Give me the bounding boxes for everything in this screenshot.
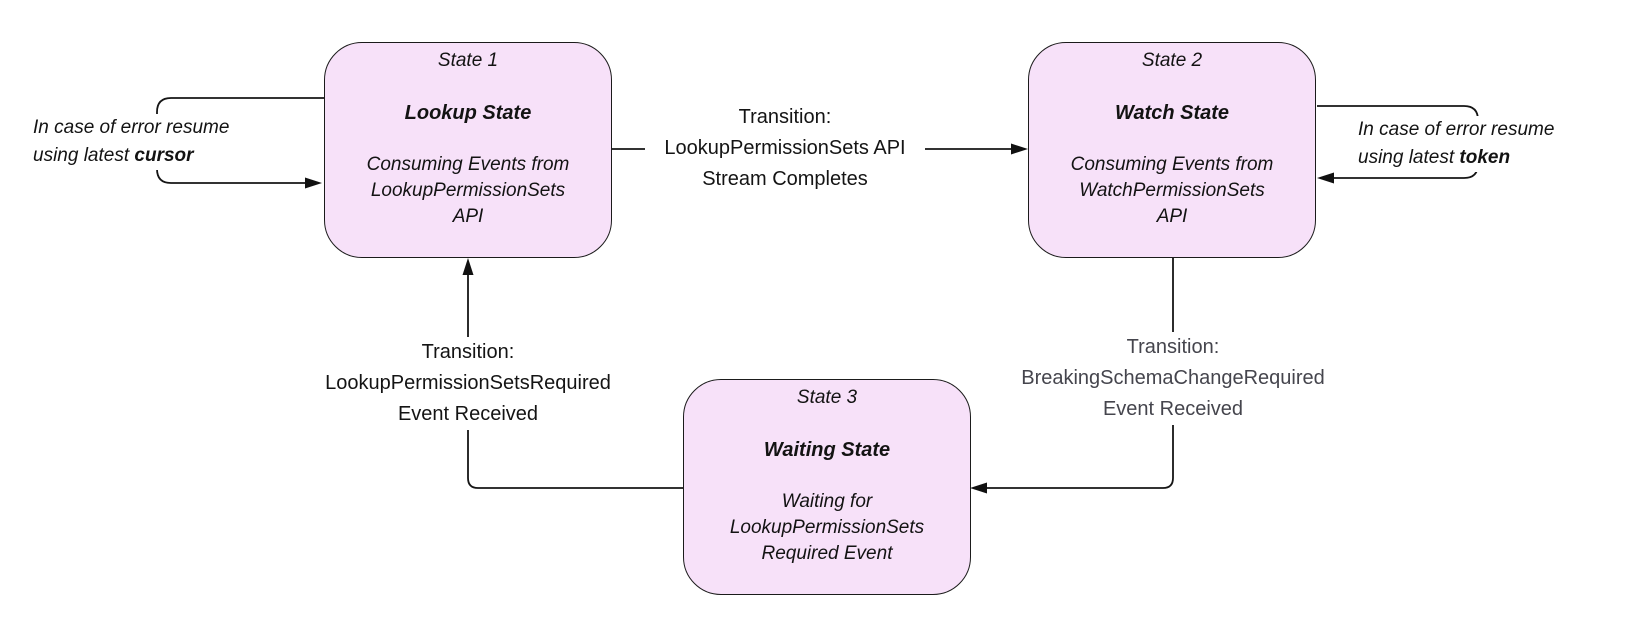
note-line: In case of error resume — [33, 114, 232, 142]
note-line: using latest cursor — [33, 142, 196, 170]
transition-label-lookup-required-received: Transition: LookupPermissionSetsRequired… — [303, 337, 633, 430]
state-3-desc-line: Waiting for — [781, 491, 873, 512]
note-line: using latest token — [1358, 144, 1513, 172]
state-3-name: Waiting State — [763, 439, 891, 461]
transition-label-line: Event Received — [1102, 398, 1244, 420]
state-2-title: State 2 — [1141, 50, 1203, 71]
transition-label-line: Transition: — [421, 341, 515, 363]
note-line: In case of error resume — [1358, 116, 1557, 144]
state-1-title: State 1 — [437, 50, 499, 71]
transition-label-line: LookupPermissionSetsRequired — [325, 372, 611, 394]
state-3-desc-line: Required Event — [761, 543, 893, 564]
state-3-title: State 3 — [796, 387, 858, 408]
note-text: using latest — [1358, 147, 1460, 168]
state-3-box: State 3 Waiting State Waiting for Lookup… — [683, 379, 971, 595]
state-2-desc-line: API — [1156, 206, 1188, 227]
transition-label-line: LookupPermissionSets API — [664, 137, 906, 159]
transition-label-line: Transition: — [1126, 336, 1220, 358]
arrow-state2-to-state3 — [970, 258, 1174, 494]
state-1-desc-line: Consuming Events from — [366, 154, 570, 175]
state-1-desc-line: LookupPermissionSets — [370, 180, 566, 201]
transition-label-line: Event Received — [397, 403, 539, 425]
transition-label-breaking-schema-change: Transition: BreakingSchemaChangeRequired… — [993, 332, 1353, 425]
state-1-box: State 1 Lookup State Consuming Events fr… — [324, 42, 612, 258]
state-2-description: Consuming Events from WatchPermissionSet… — [1071, 152, 1274, 230]
state-1-name: Lookup State — [404, 102, 532, 124]
transition-label-line: BreakingSchemaChangeRequired — [1021, 367, 1325, 389]
note-text: using latest — [33, 145, 135, 166]
transition-label-lookup-stream-completes: Transition: LookupPermissionSets API Str… — [645, 102, 925, 195]
state-2-name: Watch State — [1114, 102, 1230, 124]
state-3-description: Waiting for LookupPermissionSets Require… — [730, 489, 924, 567]
state-3-desc-line: LookupPermissionSets — [729, 517, 925, 538]
state-2-box: State 2 Watch State Consuming Events fro… — [1028, 42, 1316, 258]
state-2-desc-line: Consuming Events from — [1070, 154, 1274, 175]
transition-label-line: Transition: — [738, 106, 832, 128]
state-1-description: Consuming Events from LookupPermissionSe… — [367, 152, 570, 230]
transition-label-line: Stream Completes — [702, 168, 868, 190]
state-2-desc-line: WatchPermissionSets — [1079, 180, 1265, 201]
error-resume-note-token: In case of error resume using latest tok… — [1358, 116, 1557, 172]
note-bold-word: token — [1459, 147, 1511, 168]
arrow-state3-to-state1 — [462, 258, 683, 489]
note-bold-word: cursor — [134, 145, 194, 166]
state-1-desc-line: API — [452, 206, 484, 227]
error-resume-note-cursor: In case of error resume using latest cur… — [33, 114, 232, 170]
